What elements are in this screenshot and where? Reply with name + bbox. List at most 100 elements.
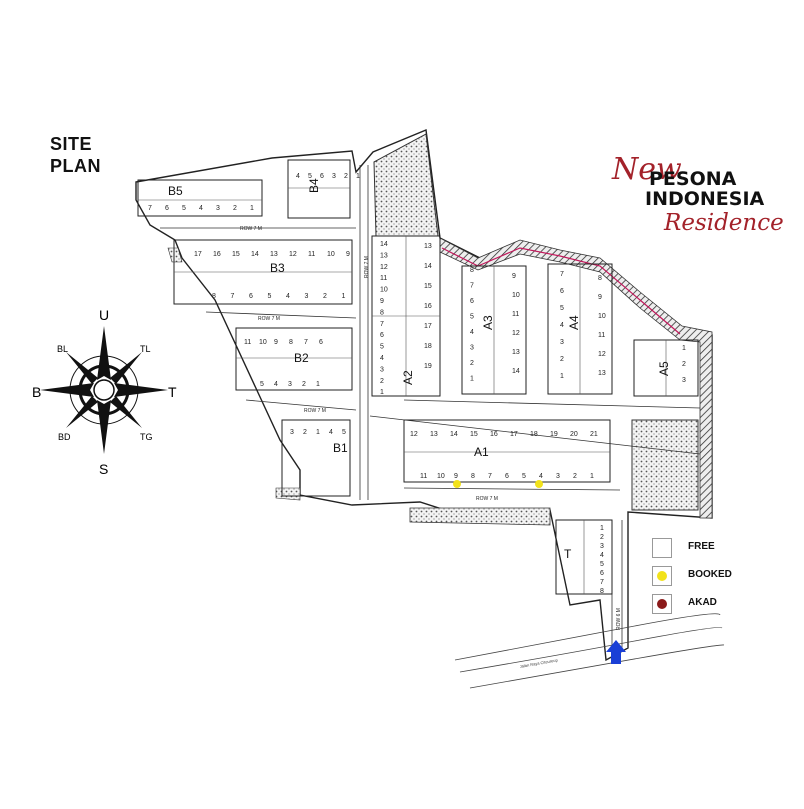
lot-t-5[interactable]: 5 <box>600 561 604 568</box>
lot-b2_bottom-4[interactable]: 4 <box>274 381 278 388</box>
lot-a1_top-20[interactable]: 20 <box>570 431 578 438</box>
lot-a1_top-14[interactable]: 14 <box>450 431 458 438</box>
lot-a2_left-14[interactable]: 14 <box>380 241 388 248</box>
lot-a2_left-4[interactable]: 4 <box>380 355 384 362</box>
lot-b1-2[interactable]: 2 <box>303 429 307 436</box>
lot-b3_top-17[interactable]: 17 <box>194 251 202 258</box>
lot-b3_top-10[interactable]: 10 <box>327 251 335 258</box>
lot-b3_bottom-5[interactable]: 5 <box>268 293 272 300</box>
lot-a3_right-10[interactable]: 10 <box>512 292 520 299</box>
lot-a2_left-9[interactable]: 9 <box>380 298 384 305</box>
lot-a4_right-10[interactable]: 10 <box>598 313 606 320</box>
lot-a3_left-7[interactable]: 7 <box>470 283 474 290</box>
lot-a4_right-9[interactable]: 9 <box>598 294 602 301</box>
lot-b4-1[interactable]: 1 <box>356 173 360 180</box>
lot-t-1[interactable]: 1 <box>600 525 604 532</box>
lot-a2_left-8[interactable]: 8 <box>380 309 384 316</box>
lot-a5-3[interactable]: 3 <box>682 377 686 384</box>
lot-t-8[interactable]: 8 <box>600 588 604 595</box>
lot-b3_bottom-2[interactable]: 2 <box>323 293 327 300</box>
lot-b2_top-7[interactable]: 7 <box>304 339 308 346</box>
lot-a3_right-14[interactable]: 14 <box>512 368 520 375</box>
lot-a1_top-15[interactable]: 15 <box>470 431 478 438</box>
lot-a2_right-15[interactable]: 15 <box>424 283 432 290</box>
lot-a2_left-7[interactable]: 7 <box>380 321 384 328</box>
lot-a2_right-13[interactable]: 13 <box>424 243 432 250</box>
lot-b4-4[interactable]: 4 <box>296 173 300 180</box>
lot-b3_bottom-3[interactable]: 3 <box>305 293 309 300</box>
lot-t-2[interactable]: 2 <box>600 534 604 541</box>
lot-a4_right-11[interactable]: 11 <box>598 332 605 339</box>
lot-a3_left-5[interactable]: 5 <box>470 314 474 321</box>
lot-b3_bottom-7[interactable]: 7 <box>231 293 235 300</box>
lot-b5-5[interactable]: 5 <box>182 205 186 212</box>
lot-a4_right-12[interactable]: 12 <box>598 351 606 358</box>
lot-a2_right-17[interactable]: 17 <box>424 323 432 330</box>
lot-a1_top-17[interactable]: 17 <box>510 431 518 438</box>
lot-a1_bottom-6[interactable]: 6 <box>505 473 509 480</box>
lot-b3_bottom-4[interactable]: 4 <box>286 293 290 300</box>
lot-a1_bottom-8[interactable]: 8 <box>471 473 475 480</box>
lot-b1-3[interactable]: 3 <box>290 429 294 436</box>
lot-b4-2[interactable]: 2 <box>344 173 348 180</box>
lot-b3_top-15[interactable]: 15 <box>232 251 240 258</box>
lot-b5-2[interactable]: 2 <box>233 205 237 212</box>
lot-b4-3[interactable]: 3 <box>332 173 336 180</box>
lot-b5-4[interactable]: 4 <box>199 205 203 212</box>
lot-b1-4[interactable]: 4 <box>329 429 333 436</box>
lot-b4-6[interactable]: 6 <box>320 173 324 180</box>
lot-a3_right-12[interactable]: 12 <box>512 330 520 337</box>
lot-t-7[interactable]: 7 <box>600 579 604 586</box>
lot-a2_left-3[interactable]: 3 <box>380 366 384 373</box>
lot-a3_left-2[interactable]: 2 <box>470 360 474 367</box>
lot-b3_top-11[interactable]: 11 <box>308 251 315 258</box>
lot-a1_top-12[interactable]: 12 <box>410 431 418 438</box>
lot-a4_left-6[interactable]: 6 <box>560 288 564 295</box>
lot-a4_left-7[interactable]: 7 <box>560 271 564 278</box>
lot-b2_top-9[interactable]: 9 <box>274 339 278 346</box>
lot-b1-5[interactable]: 5 <box>342 429 346 436</box>
lot-b5-6[interactable]: 6 <box>165 205 169 212</box>
lot-a1_bottom-1[interactable]: 1 <box>590 473 594 480</box>
lot-a1_top-13[interactable]: 13 <box>430 431 438 438</box>
lot-a4_right-13[interactable]: 13 <box>598 370 606 377</box>
lot-b3_bottom-6[interactable]: 6 <box>249 293 253 300</box>
lot-a4_left-1[interactable]: 1 <box>560 373 564 380</box>
lot-a1_bottom-11[interactable]: 11 <box>420 473 427 480</box>
lot-b3_top-14[interactable]: 14 <box>251 251 259 258</box>
lot-b3_bottom-1[interactable]: 1 <box>342 293 346 300</box>
lot-a3_left-1[interactable]: 1 <box>470 376 474 383</box>
lot-b2_top-11[interactable]: 11 <box>244 339 251 346</box>
lot-a4_left-2[interactable]: 2 <box>560 356 564 363</box>
lot-a1_bottom-3[interactable]: 3 <box>556 473 560 480</box>
lot-b2_top-6[interactable]: 6 <box>319 339 323 346</box>
lot-a1_top-16[interactable]: 16 <box>490 431 498 438</box>
lot-a2_right-16[interactable]: 16 <box>424 303 432 310</box>
lot-a2_left-13[interactable]: 13 <box>380 252 388 259</box>
lot-a3_right-9[interactable]: 9 <box>512 273 516 280</box>
lot-a1_top-18[interactable]: 18 <box>530 431 538 438</box>
lot-a1_top-19[interactable]: 19 <box>550 431 558 438</box>
lot-b3_bottom-8[interactable]: 8 <box>212 293 216 300</box>
lot-a2_left-2[interactable]: 2 <box>380 378 384 385</box>
lot-a2_right-19[interactable]: 19 <box>424 363 432 370</box>
lot-a1_bottom-9[interactable]: 9 <box>454 473 458 480</box>
lot-a3_right-11[interactable]: 11 <box>512 311 519 318</box>
lot-b2_bottom-3[interactable]: 3 <box>288 381 292 388</box>
lot-t-6[interactable]: 6 <box>600 570 604 577</box>
lot-a2_left-6[interactable]: 6 <box>380 332 384 339</box>
lot-b2_bottom-2[interactable]: 2 <box>302 381 306 388</box>
lot-a3_left-8[interactable]: 8 <box>470 267 474 274</box>
lot-a3_left-6[interactable]: 6 <box>470 298 474 305</box>
lot-b3_top-12[interactable]: 12 <box>289 251 297 258</box>
lot-a2_right-18[interactable]: 18 <box>424 343 432 350</box>
lot-a2_left-1[interactable]: 1 <box>380 389 384 396</box>
lot-b5-3[interactable]: 3 <box>216 205 220 212</box>
lot-t-4[interactable]: 4 <box>600 552 604 559</box>
lot-b3_top-13[interactable]: 13 <box>270 251 278 258</box>
lot-b4-5[interactable]: 5 <box>308 173 312 180</box>
lot-t-3[interactable]: 3 <box>600 543 604 550</box>
lot-a2_right-14[interactable]: 14 <box>424 263 432 270</box>
lot-b2_top-10[interactable]: 10 <box>259 339 267 346</box>
lot-a5-2[interactable]: 2 <box>682 361 686 368</box>
